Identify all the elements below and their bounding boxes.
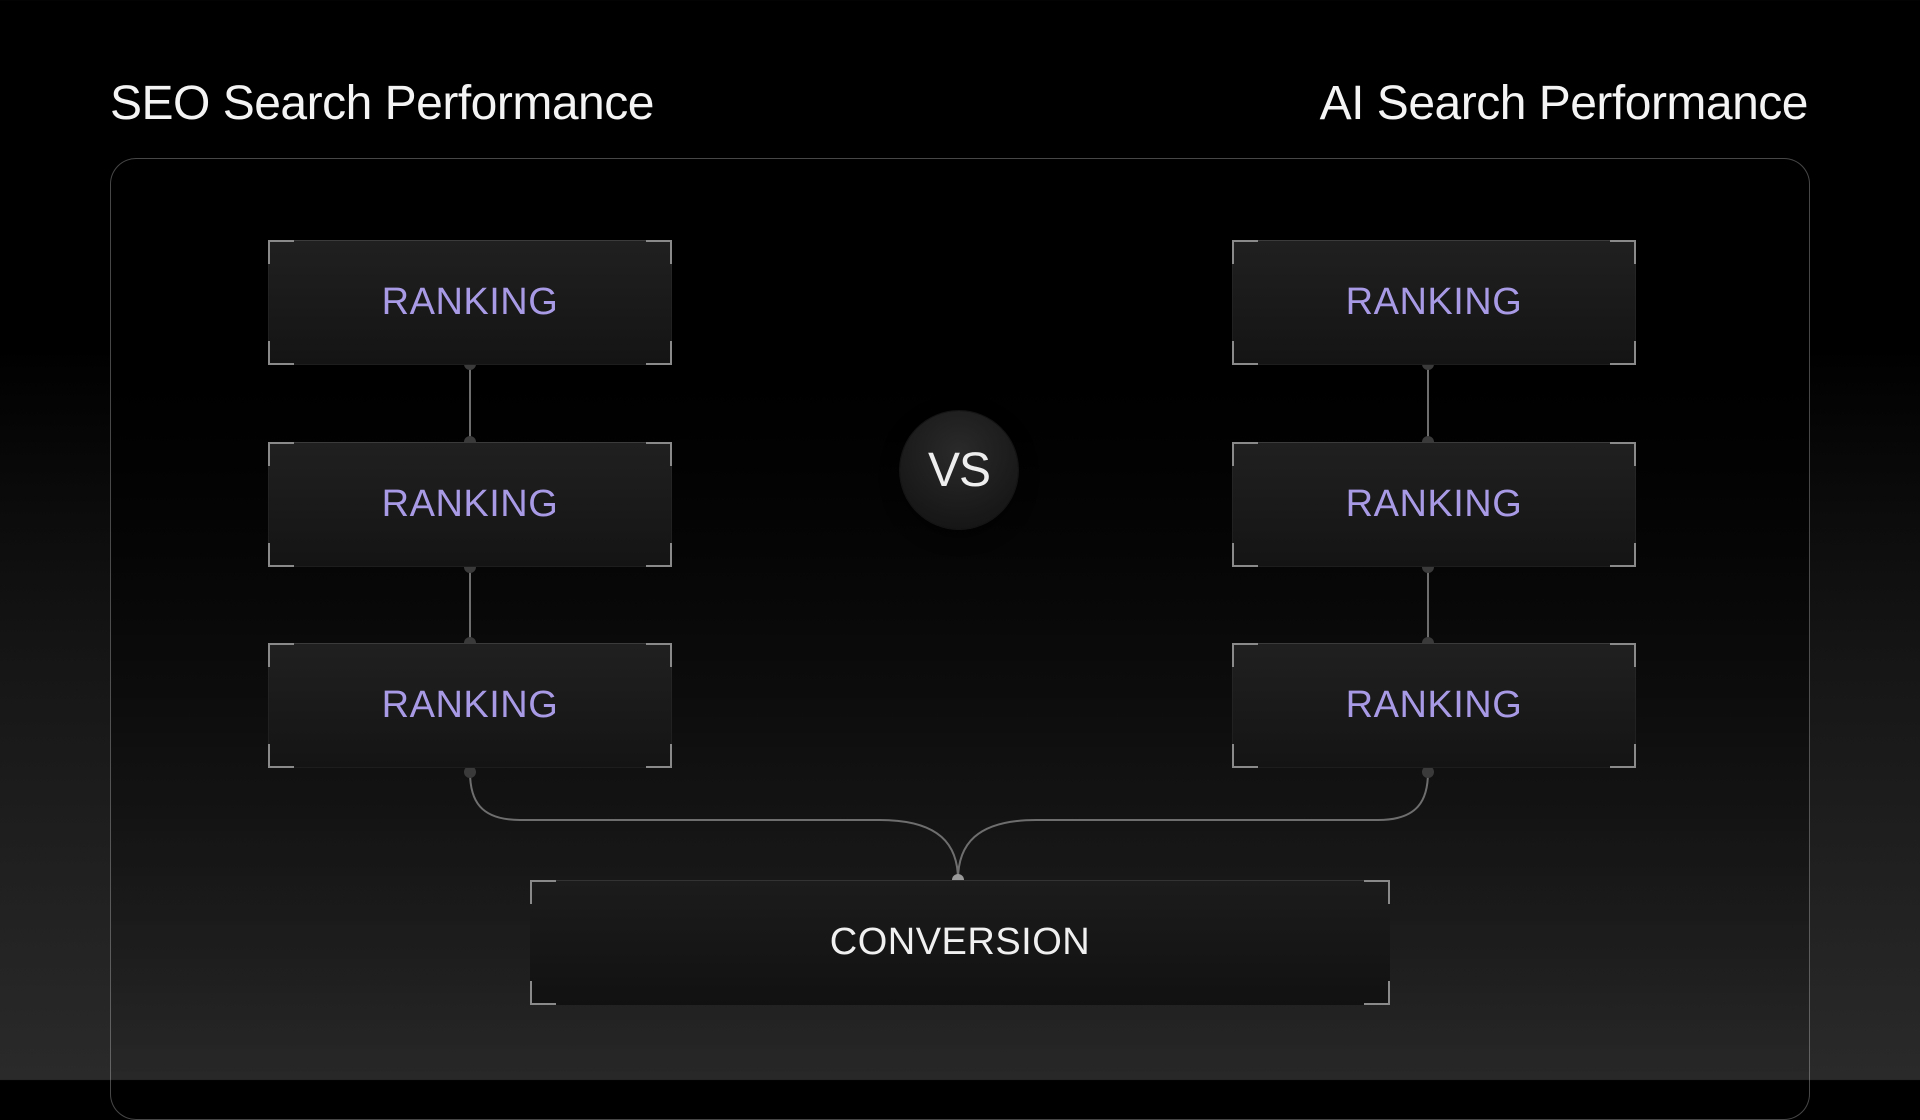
corner-bracket (1364, 880, 1390, 904)
corner-bracket (1232, 643, 1258, 667)
corner-bracket (1610, 643, 1636, 667)
corner-bracket (1610, 240, 1636, 264)
seo-ranking-node-2: RANKING (268, 442, 672, 567)
ai-ranking-node-3: RANKING (1232, 643, 1636, 768)
corner-bracket (1610, 341, 1636, 365)
corner-bracket (646, 442, 672, 466)
corner-bracket (646, 744, 672, 768)
node-label: RANKING (381, 684, 559, 726)
corner-bracket (1232, 442, 1258, 466)
corner-bracket (1232, 341, 1258, 365)
corner-bracket (530, 981, 556, 1005)
corner-bracket (1364, 981, 1390, 1005)
corner-bracket (1610, 543, 1636, 567)
corner-bracket (268, 442, 294, 466)
node-label: RANKING (1345, 281, 1523, 323)
corner-bracket (646, 240, 672, 264)
seo-ranking-node-1: RANKING (268, 240, 672, 365)
corner-bracket (646, 543, 672, 567)
ai-title: AI Search Performance (1319, 77, 1809, 130)
node-label: RANKING (381, 483, 559, 525)
corner-bracket (1232, 543, 1258, 567)
corner-bracket (1610, 744, 1636, 768)
corner-bracket (1232, 240, 1258, 264)
corner-bracket (268, 643, 294, 667)
corner-bracket (1610, 442, 1636, 466)
conversion-label: CONVERSION (829, 921, 1091, 963)
seo-title: SEO Search Performance (110, 77, 654, 130)
corner-bracket (268, 543, 294, 567)
node-label: RANKING (1345, 483, 1523, 525)
corner-bracket (646, 341, 672, 365)
corner-bracket (268, 240, 294, 264)
vs-badge: VS (900, 411, 1018, 529)
corner-bracket (646, 643, 672, 667)
ai-ranking-node-2: RANKING (1232, 442, 1636, 567)
conversion-node: CONVERSION (530, 880, 1390, 1005)
seo-ranking-node-3: RANKING (268, 643, 672, 768)
node-label: RANKING (381, 281, 559, 323)
corner-bracket (1232, 744, 1258, 768)
ai-ranking-node-1: RANKING (1232, 240, 1636, 365)
corner-bracket (268, 341, 294, 365)
corner-bracket (268, 744, 294, 768)
vs-label: VS (927, 443, 991, 497)
node-label: RANKING (1345, 684, 1523, 726)
corner-bracket (530, 880, 556, 904)
